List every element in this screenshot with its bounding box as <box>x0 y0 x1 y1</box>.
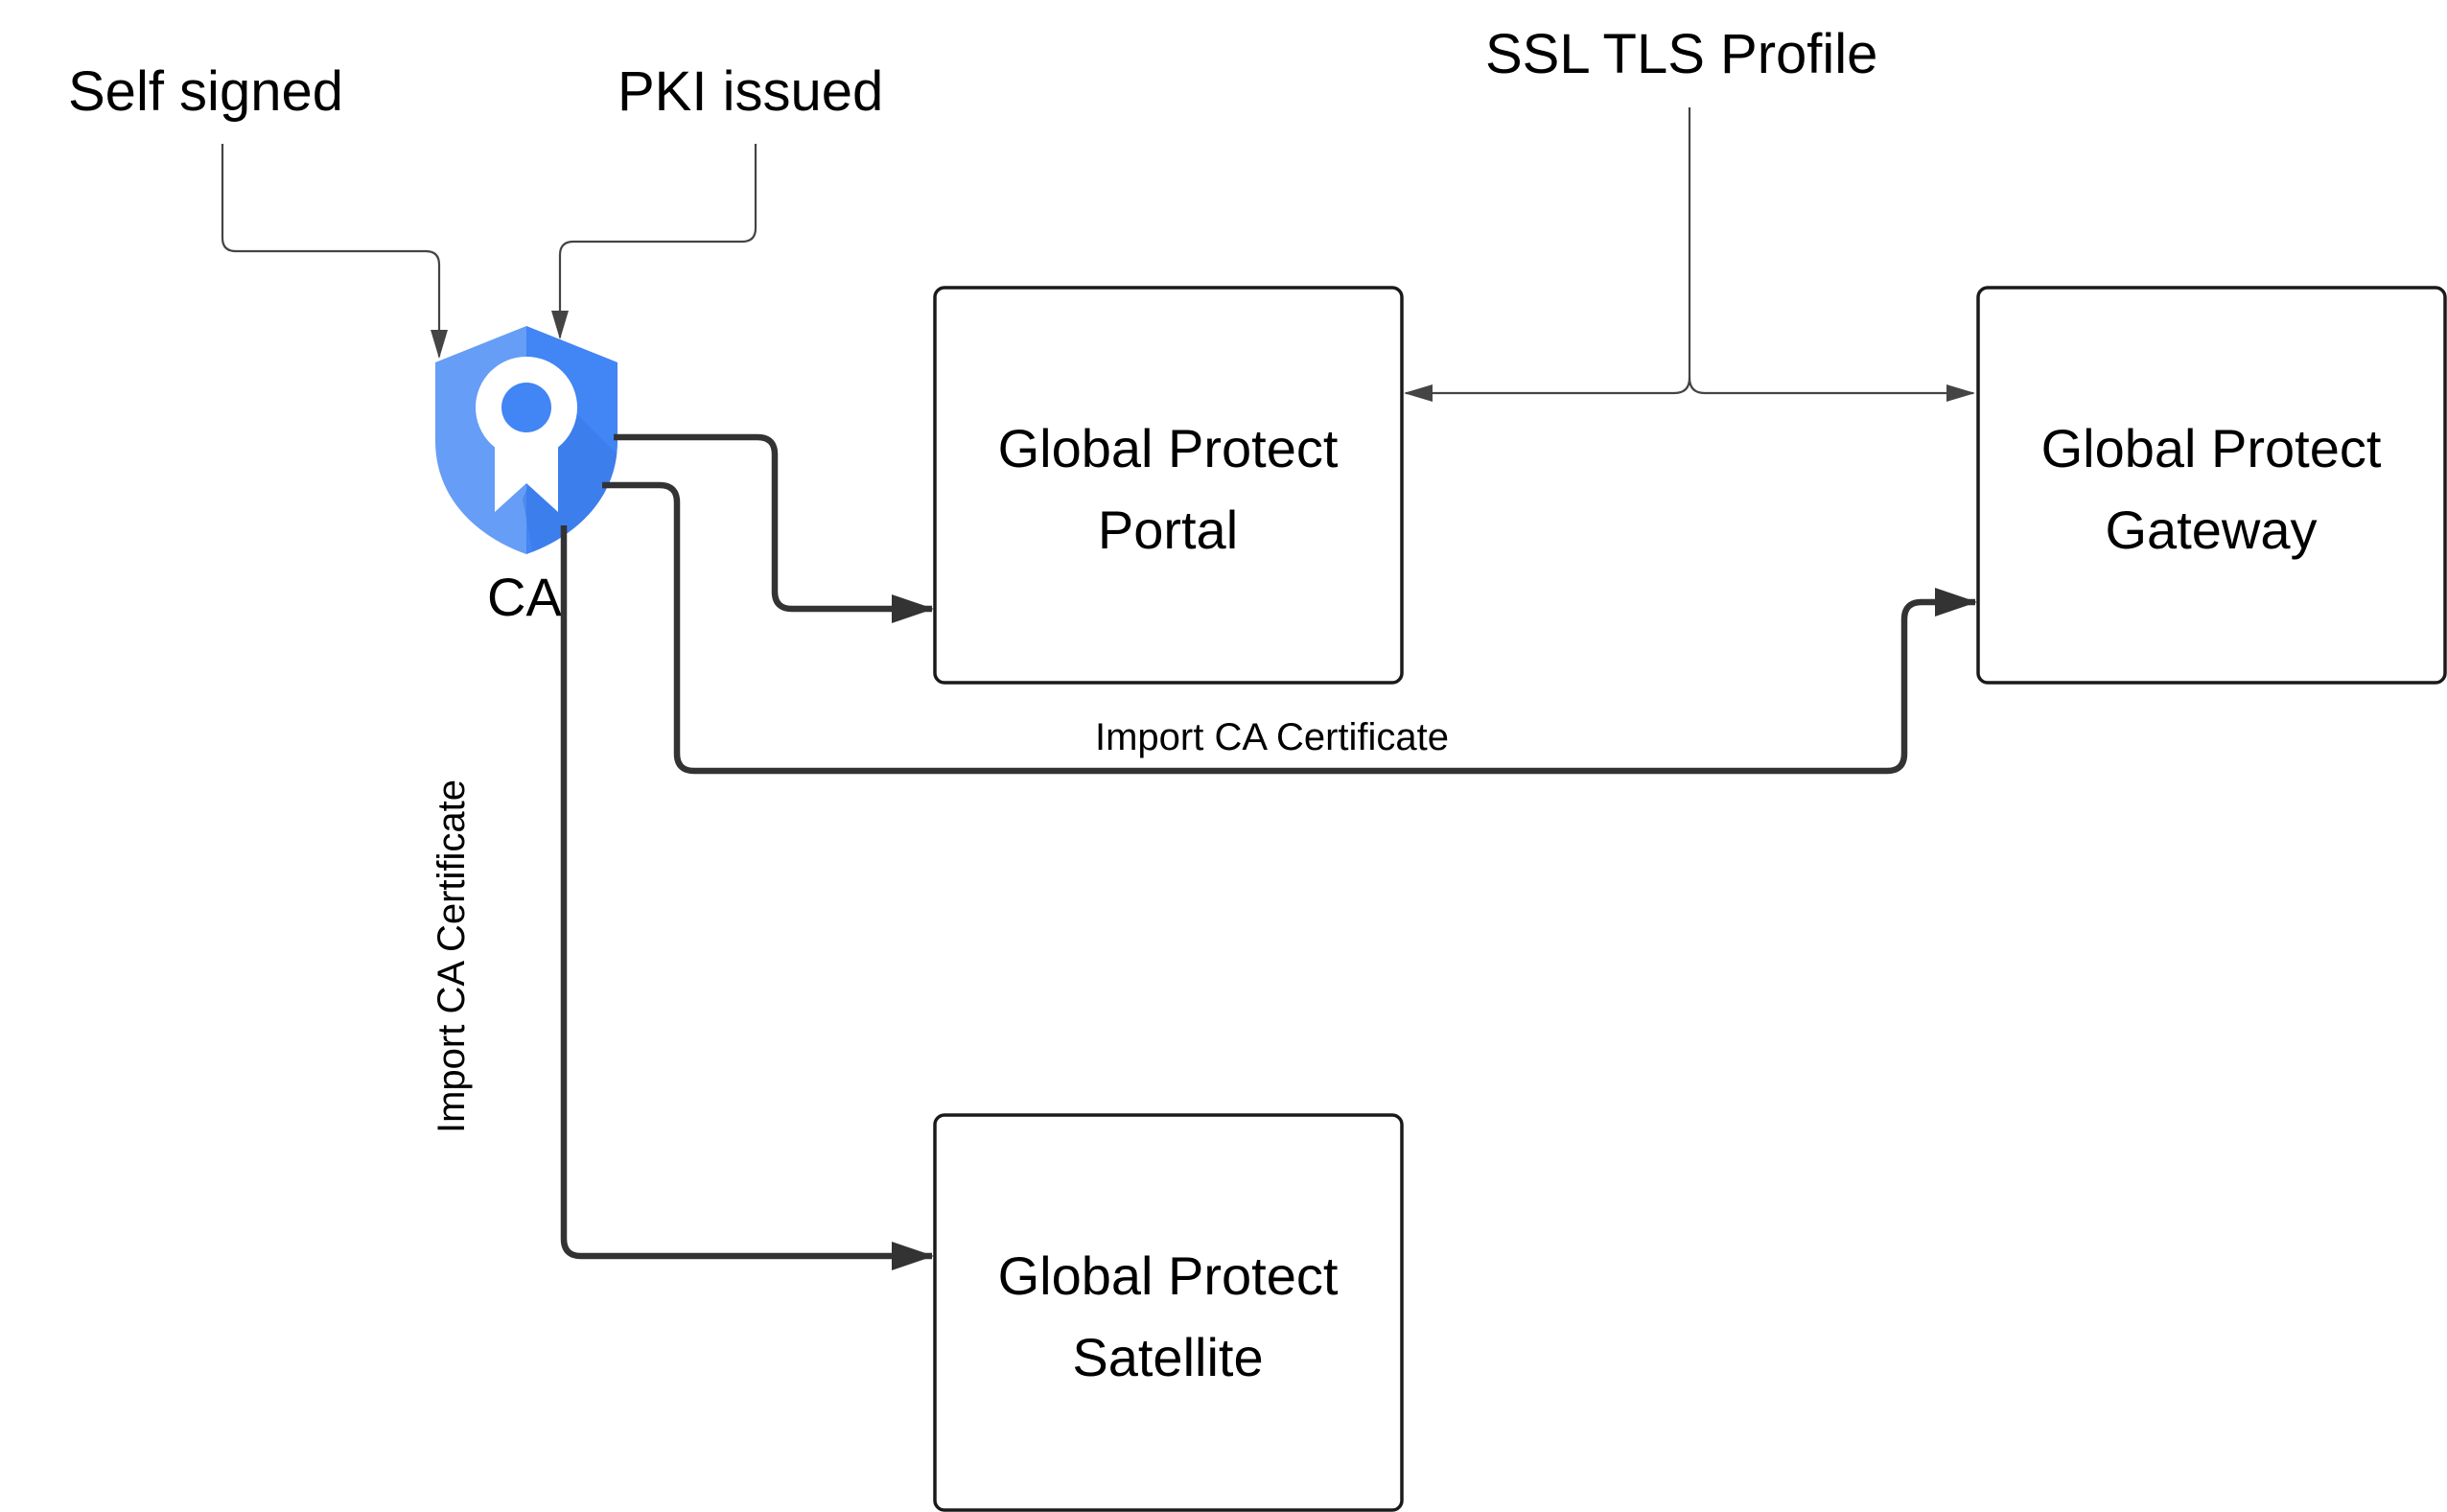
ca-to-satellite-connector <box>560 525 934 1270</box>
pki-issued-connector <box>551 144 757 339</box>
global-protect-portal-node: Global Protect Portal <box>933 286 1404 685</box>
portal-title-line2: Portal <box>1098 500 1238 560</box>
ca-to-portal-connector <box>614 433 934 623</box>
pki-issued-label: PKI issued <box>618 60 883 123</box>
gateway-title-line1: Global Protect <box>2041 418 2382 478</box>
portal-title-line1: Global Protect <box>998 418 1339 478</box>
certificate-shield-icon <box>435 326 618 554</box>
self-signed-connector <box>221 144 448 359</box>
ssl-tls-profile-connector-right <box>1688 377 1975 402</box>
satellite-title-line2: Satellite <box>1072 1327 1263 1387</box>
global-protect-gateway-node: Global Protect Gateway <box>1976 286 2447 685</box>
import-ca-certificate-label-horizontal: Import CA Certificate <box>1095 716 1449 758</box>
global-protect-satellite-node: Global Protect Satellite <box>933 1113 1404 1512</box>
satellite-title-line1: Global Protect <box>998 1245 1339 1306</box>
self-signed-label: Self signed <box>68 60 343 123</box>
ca-label: CA <box>487 567 562 627</box>
ssl-tls-profile-label: SSL TLS Profile <box>1485 23 1877 85</box>
ssl-tls-profile-connector-stem <box>1404 107 1691 402</box>
import-ca-certificate-label-vertical: Import CA Certificate <box>431 779 473 1133</box>
gateway-title-line2: Gateway <box>2106 500 2318 560</box>
ca-to-gateway-connector <box>602 481 1977 775</box>
